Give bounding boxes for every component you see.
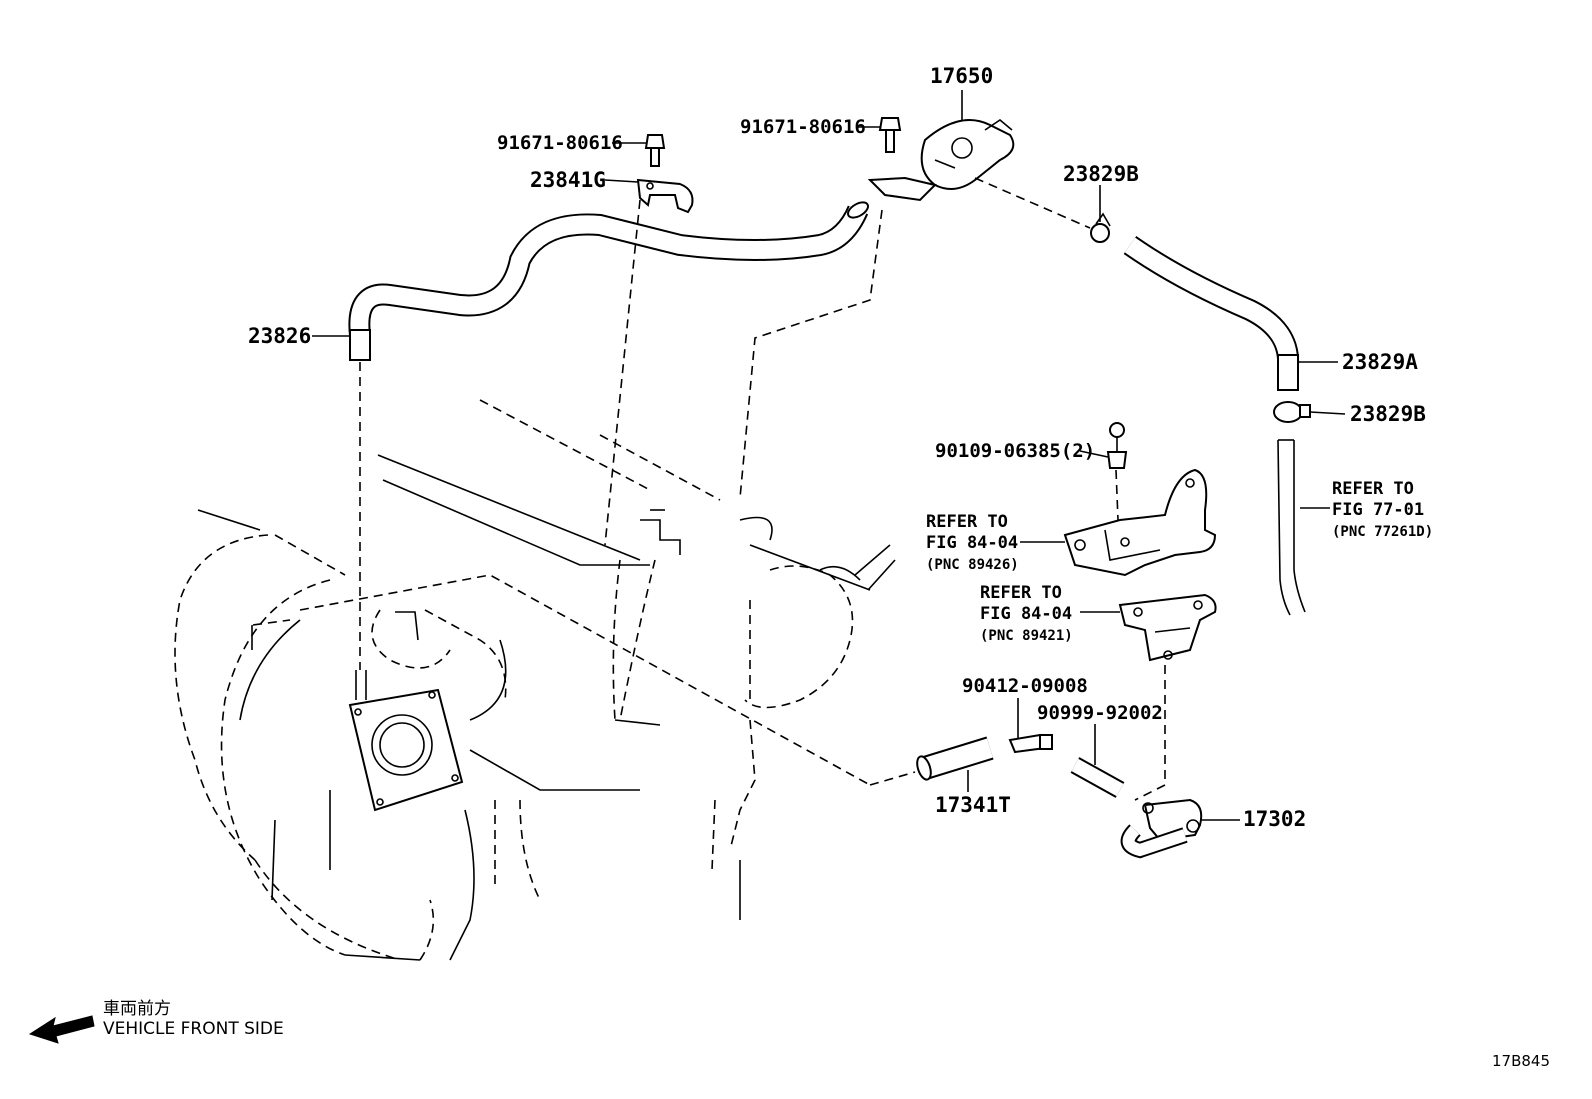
figure-code: 17B845 [1492, 1052, 1550, 1070]
clamp-23829b-top [1090, 212, 1111, 243]
label-23829a: 23829A [1342, 350, 1418, 374]
ref-fig84b-line1: REFER TO [980, 583, 1062, 603]
clamp-23829b-bottom [1273, 401, 1311, 423]
ref-fig84b-pnc: (PNC 89421) [980, 628, 1073, 644]
ref-fig77-pnc: (PNC 77261D) [1332, 524, 1433, 540]
hose-17341t [916, 736, 994, 781]
ref-fig77-line2: FIG 77-01 [1332, 500, 1424, 520]
label-91671-left: 91671-80616 [497, 132, 623, 154]
label-17302: 17302 [1243, 807, 1306, 831]
bolt-90109 [1106, 422, 1128, 469]
hose-23829a [1123, 235, 1300, 391]
label-17650: 17650 [930, 64, 993, 88]
bolt-91671-left [644, 134, 666, 167]
bracket-89426 [1063, 468, 1217, 577]
hose-90999 [1070, 757, 1125, 798]
label-91671-right: 91671-80616 [740, 116, 866, 138]
label-23826: 23826 [248, 324, 311, 348]
hose-23826 [348, 201, 869, 361]
bracket-23841g [636, 178, 694, 214]
bracket-89421 [1118, 593, 1217, 662]
label-90412: 90412-09008 [962, 675, 1088, 697]
fitting-90412 [1008, 733, 1053, 754]
valve-17650 [867, 119, 1015, 202]
engine-outline [174, 399, 896, 961]
bolt-91671-right [878, 117, 902, 153]
ref-fig84b-line2: FIG 84-04 [980, 604, 1072, 624]
ref-fig84a-pnc: (PNC 89426) [926, 557, 1019, 573]
ref-fig84a-line1: REFER TO [926, 512, 1008, 532]
pipe-fig77 [1277, 439, 1306, 616]
label-23841g: 23841G [530, 168, 606, 192]
legend-japanese: 車両前方 [103, 999, 171, 1019]
valve-17302 [1120, 798, 1203, 859]
ref-fig84a-line2: FIG 84-04 [926, 533, 1018, 553]
leader-lines [312, 90, 1346, 821]
label-90999: 90999-92002 [1037, 702, 1163, 724]
label-23829b-top: 23829B [1063, 162, 1139, 186]
legend-english: VEHICLE FRONT SIDE [103, 1019, 284, 1039]
front-direction-legend: 車両前方 VEHICLE FRONT SIDE [28, 999, 284, 1044]
arrow-left-icon [28, 1015, 95, 1044]
label-23829b-bottom: 23829B [1350, 402, 1426, 426]
label-90109: 90109-06385(2) [935, 440, 1095, 462]
label-17341t: 17341T [935, 793, 1011, 817]
ref-fig77-line1: REFER TO [1332, 479, 1414, 499]
assembly-lines [359, 177, 1166, 801]
